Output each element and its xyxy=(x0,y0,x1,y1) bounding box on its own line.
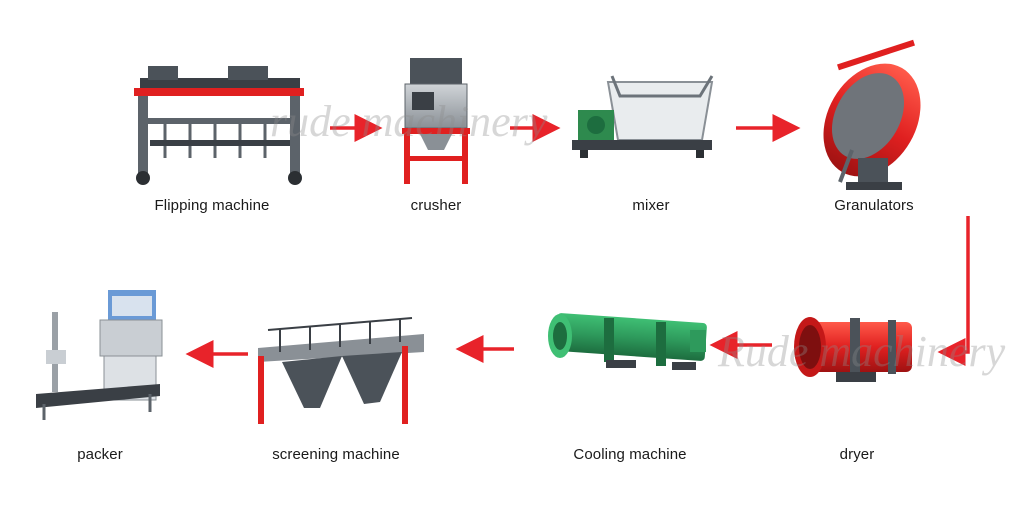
packing-machine-icon xyxy=(36,290,163,420)
rotary-dryer-icon xyxy=(794,317,912,382)
screening-machine-icon xyxy=(258,317,424,424)
label-granulators: Granulators xyxy=(834,197,914,214)
label-packer: packer xyxy=(77,446,123,463)
mixer-icon xyxy=(572,75,714,158)
rotary-cooler-icon xyxy=(548,313,707,370)
compost-turner-icon xyxy=(134,66,304,185)
disc-granulator-icon xyxy=(823,39,921,190)
label-crusher: crusher xyxy=(410,197,462,214)
label-dryer: dryer xyxy=(839,446,875,463)
flow-arrow-4 xyxy=(937,216,970,366)
label-screening-machine: screening machine xyxy=(272,446,400,463)
label-cooling-machine: Cooling machine xyxy=(573,446,687,463)
label-mixer: mixer xyxy=(632,197,670,214)
label-flipping-machine: Flipping machine xyxy=(154,197,270,214)
crusher-icon xyxy=(402,58,470,184)
